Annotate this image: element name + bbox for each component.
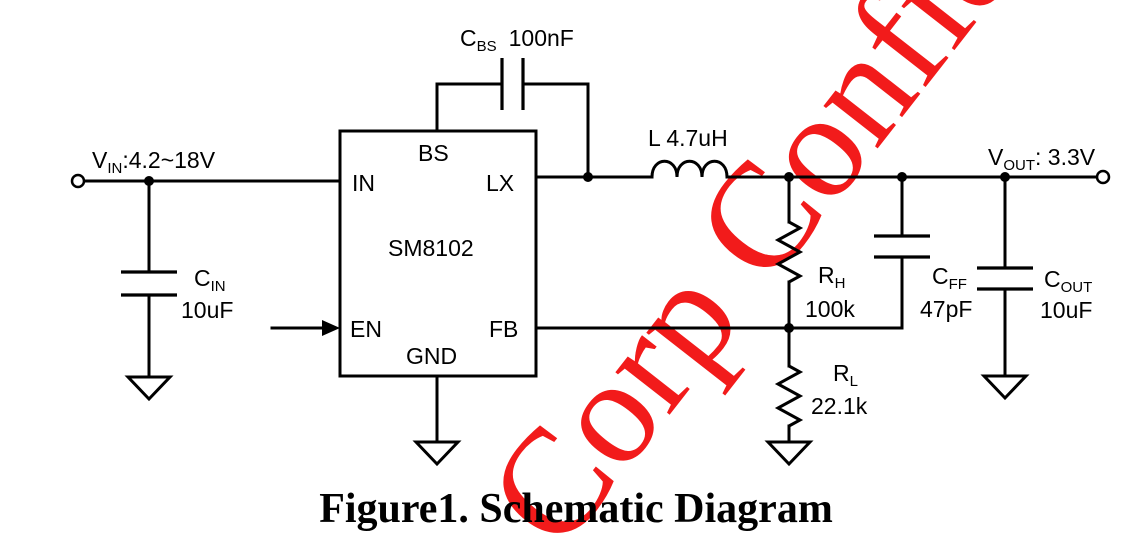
rh-label: RH xyxy=(818,262,845,292)
pin-in-label: IN xyxy=(352,170,375,196)
cin-ground xyxy=(124,375,174,402)
rh-value: 100k xyxy=(805,296,855,322)
ic-ground xyxy=(412,374,462,467)
vin-terminal xyxy=(70,173,86,189)
rl-resistor xyxy=(764,326,814,467)
cout-value: 10uF xyxy=(1040,297,1092,323)
rl-value: 22.1k xyxy=(811,393,868,419)
cff-label: CFF xyxy=(932,263,967,293)
pin-lx-label: LX xyxy=(486,170,514,196)
cin-label: CIN xyxy=(194,265,226,295)
figure-caption: Figure1. Schematic Diagram xyxy=(319,486,833,532)
cff-value: 47pF xyxy=(920,296,972,322)
rh-resistor xyxy=(774,175,804,330)
pin-gnd-label: GND xyxy=(406,343,457,369)
vout-label: VOUT: 3.3V xyxy=(988,144,1096,174)
cbs-capacitor xyxy=(435,58,590,179)
vin-label: VIN:4.2~18V xyxy=(92,147,216,177)
cin-value: 10uF xyxy=(181,297,233,323)
cff-capacitor xyxy=(874,175,930,330)
cin-capacitor xyxy=(121,179,177,379)
en-input-arrow xyxy=(270,320,340,336)
pin-en-label: EN xyxy=(350,316,382,342)
rl-label: RL xyxy=(833,360,858,390)
ic-name-label: SM8102 xyxy=(388,235,474,261)
inductor-label: L 4.7uH xyxy=(648,125,728,151)
inductor-coil xyxy=(650,159,729,178)
vout-terminal xyxy=(1095,169,1111,185)
cout-capacitor xyxy=(977,175,1033,401)
lx-node-dot xyxy=(583,172,593,182)
pin-fb-label: FB xyxy=(489,316,518,342)
cout-label: COUT xyxy=(1044,266,1092,296)
pin-bs-label: BS xyxy=(418,140,449,166)
